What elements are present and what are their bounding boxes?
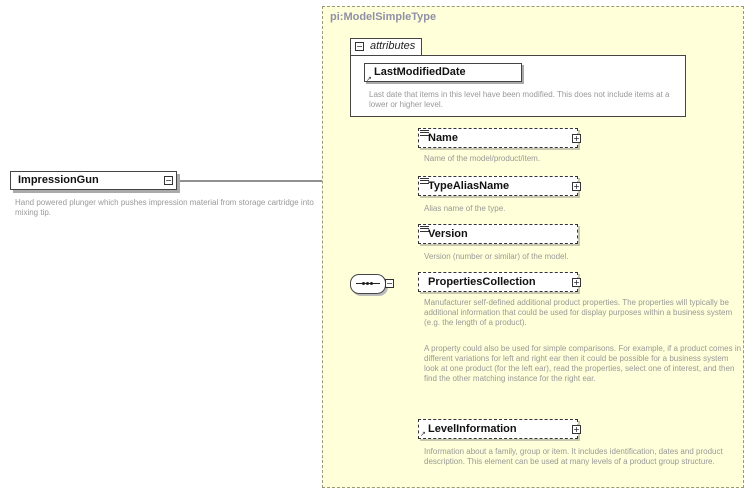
root-element-box[interactable] xyxy=(10,171,177,190)
element-description: Manufacturer self-defined additional pro… xyxy=(424,298,733,327)
element-label: PropertiesCollection xyxy=(428,276,536,288)
attribute-element-description: Last date that items in this level have … xyxy=(369,90,670,109)
element-description: Alias name of the type. xyxy=(424,204,506,213)
root-element-label: ImpressionGun xyxy=(18,174,99,186)
sequence-dot xyxy=(370,282,373,285)
sequence-dot xyxy=(366,282,369,285)
attribute-element-label: LastModifiedDate xyxy=(374,66,466,78)
expand-icon[interactable]: + xyxy=(572,134,581,143)
element-description: Name of the model/product/item. xyxy=(424,154,541,163)
link-arrow-icon: ↗ xyxy=(366,76,372,83)
element-label: LevelInformation xyxy=(428,423,517,435)
attributes-tab[interactable] xyxy=(350,38,422,56)
collapse-icon[interactable]: − xyxy=(164,176,173,185)
element-label: Version xyxy=(428,228,468,240)
element-label: TypeAliasName xyxy=(428,180,510,192)
expand-icon[interactable]: + xyxy=(572,182,581,191)
expand-icon[interactable]: + xyxy=(572,278,581,287)
element-description: Information about a family, group or ite… xyxy=(424,447,723,466)
documentation-icon xyxy=(420,130,429,136)
element-label: Name xyxy=(428,132,458,144)
collapse-icon[interactable]: − xyxy=(355,42,364,51)
element-description: Version (number or similar) of the model… xyxy=(424,252,569,261)
type-title: pi:ModelSimpleType xyxy=(330,11,437,23)
element-description: A property could also be used for simple… xyxy=(424,344,742,383)
link-arrow-icon: ↗ xyxy=(420,431,426,438)
element-box-version[interactable] xyxy=(418,224,578,244)
expand-icon[interactable]: + xyxy=(572,425,581,434)
attributes-tab-label: attributes xyxy=(370,40,416,52)
attribute-element-box[interactable] xyxy=(364,63,522,82)
collapse-icon[interactable]: − xyxy=(385,279,394,288)
documentation-icon xyxy=(420,178,429,184)
root-element-description: Hand powered plunger which pushes impres… xyxy=(15,198,314,217)
documentation-icon xyxy=(420,226,429,232)
sequence-dot xyxy=(362,282,365,285)
